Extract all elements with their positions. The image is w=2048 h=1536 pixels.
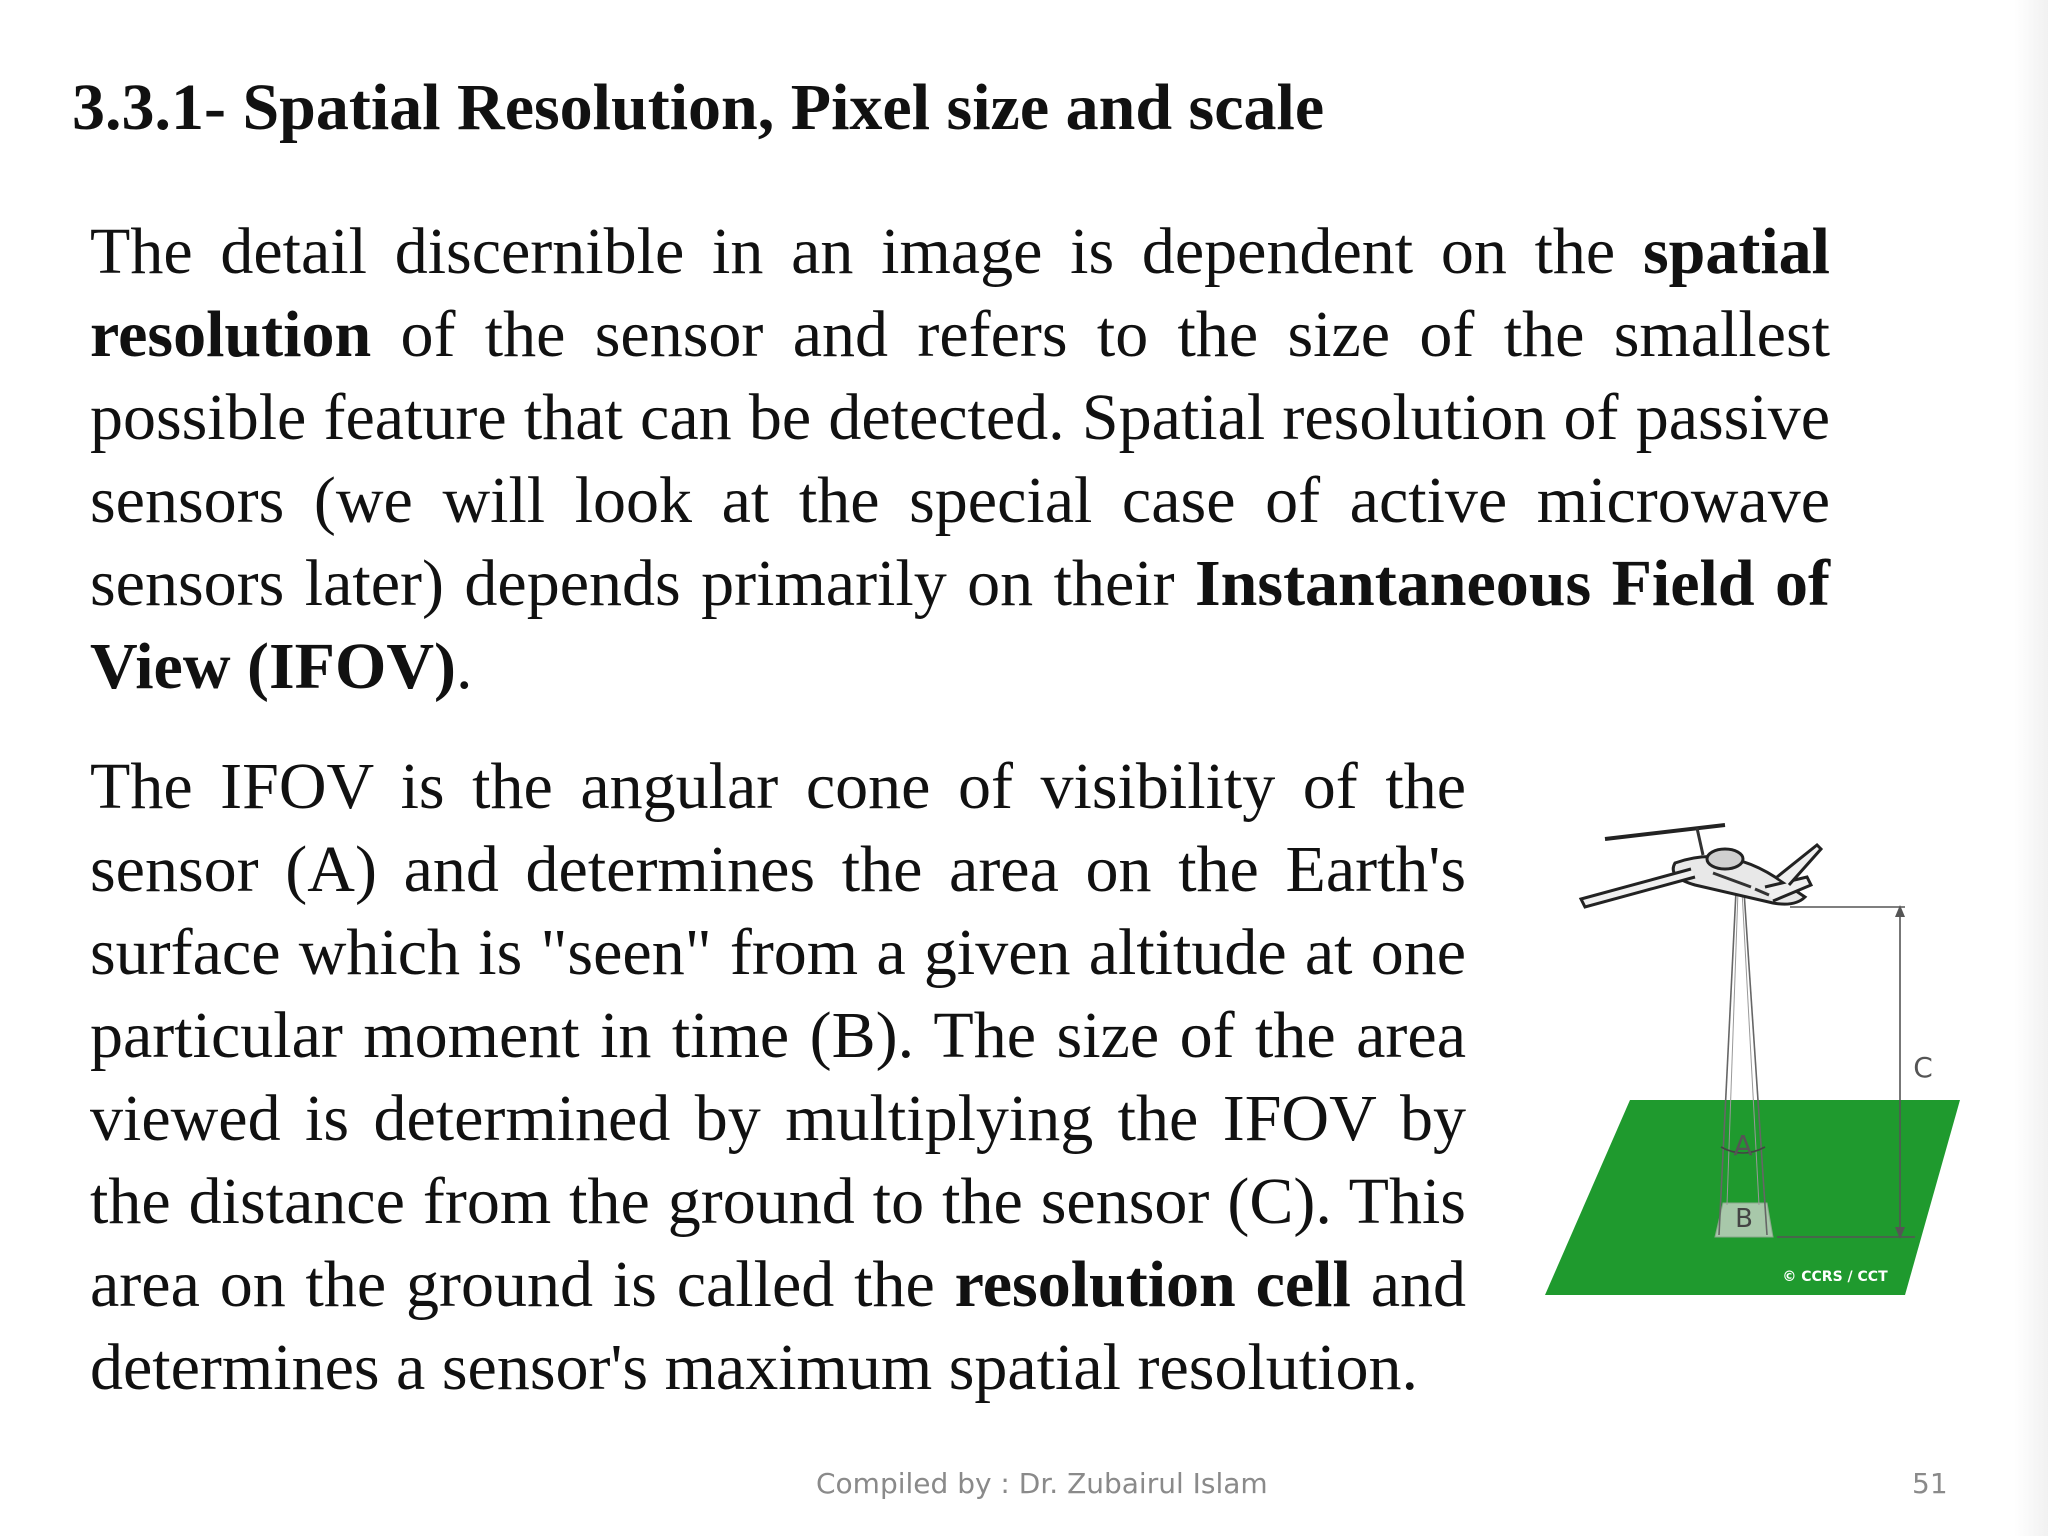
paragraph1-text-3: . [455, 630, 473, 703]
altitude-arrow-bottom [1895, 1227, 1905, 1239]
right-edge-shade [2014, 0, 2048, 1536]
term-spatial-resolution: spatial resolution [90, 215, 1830, 371]
figure-credit: © CCRS / CCT [1782, 1269, 1888, 1285]
ground-plane [1545, 1100, 1960, 1295]
airplane-icon [1578, 823, 1824, 909]
ifov-angle-arc [1720, 1146, 1766, 1154]
footer-credit: Compiled by : Dr. Zubairul Islam [816, 1467, 1268, 1500]
label-c: C [1913, 1051, 1933, 1084]
slide-title: 3.3.1- Spatial Resolution, Pixel size an… [72, 71, 1325, 144]
paragraph-ifov: The IFOV is the angular cone of visibili… [90, 745, 1466, 1409]
ifov-cone-inner-left [1726, 890, 1739, 1206]
paragraph1-text-1: The detail discernible in an image is de… [90, 215, 1643, 288]
ifov-cone-right [1743, 890, 1768, 1236]
term-resolution-cell: resolution cell [954, 1248, 1351, 1321]
ifov-diagram: A B C © CCRS / CCT [1545, 823, 1960, 1295]
paragraph2-text-2: and determines a sensor's maximum spatia… [90, 1248, 1467, 1404]
term-ifov: Instantaneous Field of View (IFOV) [90, 547, 1830, 703]
page-number: 51 [1912, 1467, 1948, 1500]
altitude-arrow-top [1895, 905, 1905, 917]
label-b: B [1735, 1204, 1753, 1234]
ifov-cone-inner-right [1741, 890, 1760, 1206]
ifov-cone-left [1718, 890, 1737, 1236]
resolution-cell [1714, 1202, 1774, 1238]
paragraph2-text-1: The IFOV is the angular cone of visibili… [90, 750, 1466, 1321]
paragraph-spatial-resolution: The detail discernible in an image is de… [90, 210, 1830, 708]
label-a: A [1733, 1129, 1752, 1162]
paragraph1-text-2: of the sensor and refers to the size of … [90, 298, 1830, 620]
